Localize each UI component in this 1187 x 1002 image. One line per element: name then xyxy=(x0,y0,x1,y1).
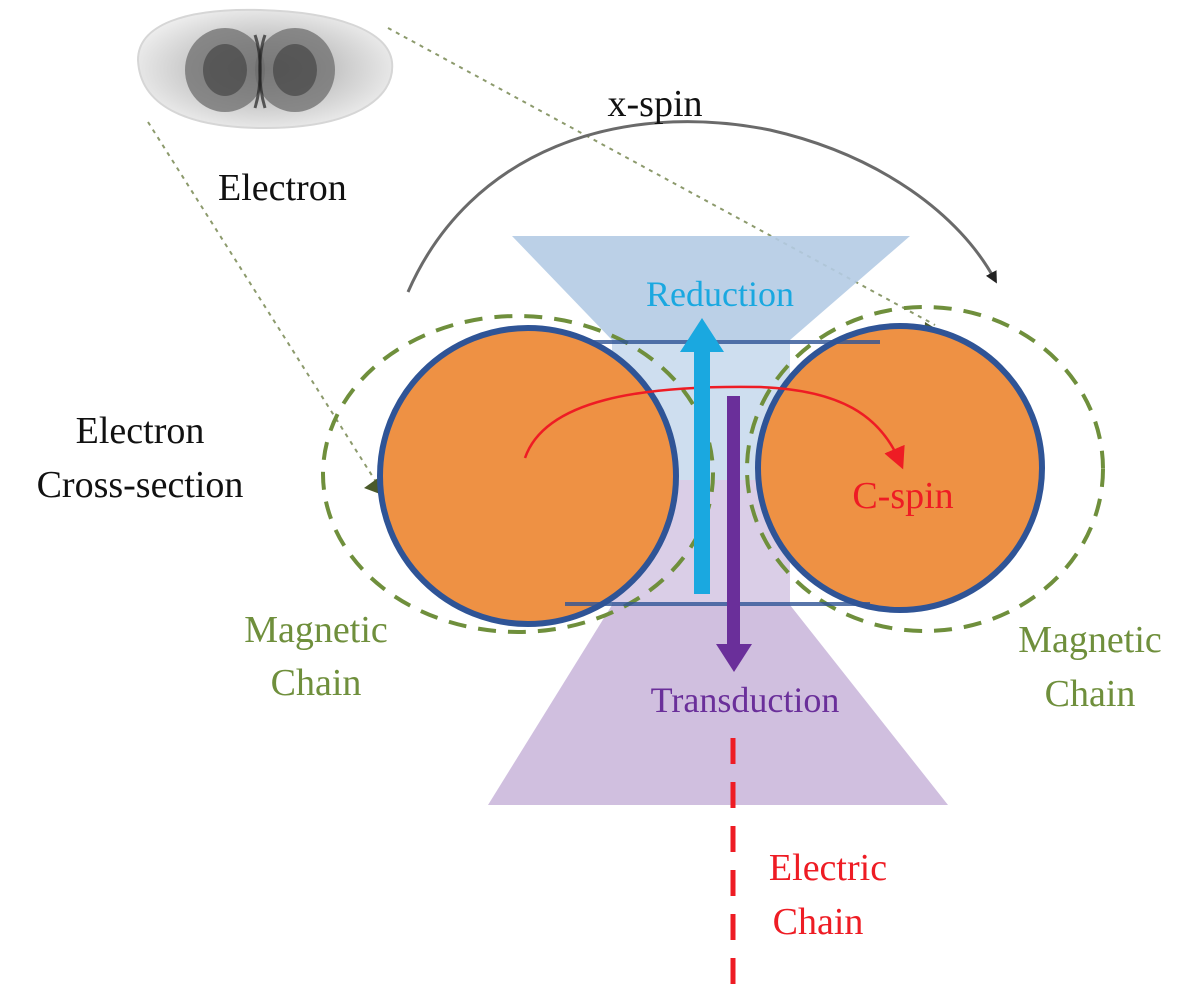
x-spin-arrow xyxy=(406,120,997,293)
c-spin-arrow xyxy=(523,385,905,470)
reduction-label: Reduction xyxy=(646,274,794,314)
electron-shape-image xyxy=(136,8,394,130)
electron-cross-section-left-circle xyxy=(377,325,679,627)
magnetic-chain-right-label-line1: Magnetic xyxy=(1018,619,1162,661)
transduction-arrow-shaft xyxy=(727,396,740,646)
magnetic-chain-left-label-line2: Chain xyxy=(271,662,362,704)
reduction-arrow-head xyxy=(680,318,724,352)
electron-label: Electron xyxy=(218,167,347,209)
reduction-trapezoid xyxy=(512,236,910,340)
transduction-label: Transduction xyxy=(651,680,840,720)
c-spin-label: C-spin xyxy=(852,475,953,517)
cross-section-label-line1: Electron xyxy=(76,410,205,452)
cross-section-label-line2: Cross-section xyxy=(37,464,244,506)
x-spin-label: x-spin xyxy=(608,83,703,125)
reduction-arrow-shaft xyxy=(694,350,710,594)
magnetic-chain-right-ellipse xyxy=(745,305,1105,633)
magnetic-chain-right-label-line2: Chain xyxy=(1045,673,1136,715)
electric-chain-label-line1: Electric xyxy=(769,847,887,889)
magnetic-chain-left-arrowhead xyxy=(364,478,380,494)
magnetic-chain-left-ellipse xyxy=(321,314,715,634)
electron-cross-section-right-circle xyxy=(755,323,1045,613)
transduction-arrow-head xyxy=(716,644,752,672)
transduction-trapezoid xyxy=(488,605,948,805)
electric-chain-label-line2: Chain xyxy=(773,901,864,943)
magnetic-chain-left-label-line1: Magnetic xyxy=(244,609,388,651)
